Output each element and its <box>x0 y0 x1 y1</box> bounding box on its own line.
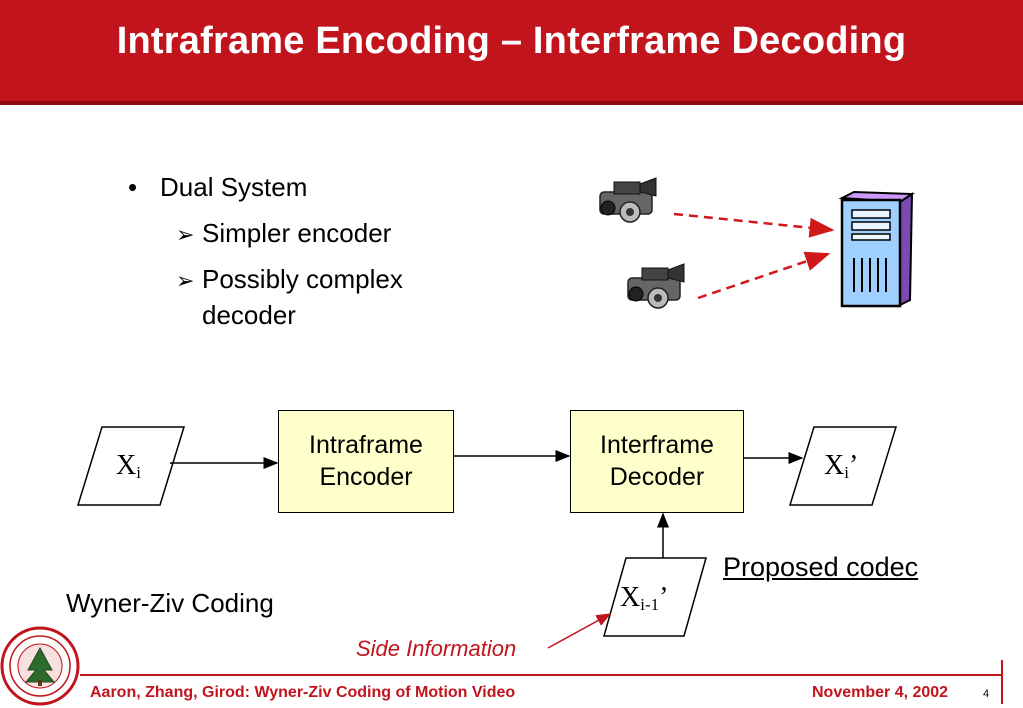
side-symbol-sub: i-1 <box>640 595 660 614</box>
input-symbol: Xi <box>116 450 141 483</box>
input-symbol-sub: i <box>136 463 141 482</box>
video-camera-icon <box>627 263 685 309</box>
decoder-line1: Interframe <box>600 431 714 460</box>
camera2-to-computer-arrow <box>697 251 831 300</box>
arrowhead-bullet-icon: ➢ <box>176 268 195 293</box>
footer-authors: Aaron, Zhang, Girod: Wyner-Ziv Coding of… <box>90 684 516 701</box>
title-rule <box>0 101 1023 105</box>
output-symbol-sub: i <box>844 463 849 482</box>
computer-tower-icon <box>838 190 916 308</box>
side-symbol-base: X <box>620 582 641 613</box>
bullet-item-dual-system: • Dual System <box>128 172 307 203</box>
output-symbol-prime: ’ <box>848 450 859 481</box>
university-seal-icon <box>0 626 80 706</box>
side-input-symbol: Xi-1’ <box>620 582 668 615</box>
intraframe-encoder-box: Intraframe Encoder <box>278 410 454 513</box>
side-info-pointer <box>547 613 612 649</box>
title-bar: Intraframe Encoding – Interframe Decodin… <box>0 0 1023 105</box>
side-symbol-prime: ’ <box>659 582 669 613</box>
footer-rule <box>80 674 1003 676</box>
slide-title: Intraframe Encoding – Interframe Decodin… <box>116 20 907 62</box>
input-parallelogram <box>76 426 186 506</box>
encoder-line1: Intraframe <box>309 431 423 460</box>
sub-bullet-complex-decoder: ➢ Possibly complex <box>176 264 403 295</box>
output-symbol-base: X <box>824 450 845 481</box>
interframe-decoder-box: Interframe Decoder <box>570 410 744 513</box>
bullet-dot-icon: • <box>128 172 138 202</box>
wyner-ziv-label: Wyner-Ziv Coding <box>66 588 274 618</box>
side-input-parallelogram <box>603 557 707 637</box>
sub-bullet-text: Simpler encoder <box>202 218 392 248</box>
arrowhead-bullet-icon: ➢ <box>176 222 195 247</box>
footer-rule-vertical <box>1001 660 1003 704</box>
footer-date: November 4, 2002 <box>812 684 949 701</box>
output-parallelogram <box>788 426 898 506</box>
bullet-text: Dual System <box>160 172 308 202</box>
video-camera-icon <box>599 177 657 223</box>
side-information-label: Side Information <box>356 636 517 661</box>
output-symbol: Xi’ <box>824 450 858 483</box>
encoder-line2: Encoder <box>319 462 413 491</box>
sub-bullet-text-continued: decoder <box>202 300 296 330</box>
decoder-line2: Decoder <box>609 462 705 491</box>
page-number: 4 <box>983 688 990 700</box>
proposed-codec-label: Proposed codec <box>723 552 919 582</box>
sub-bullet-simpler-encoder: ➢ Simpler encoder <box>176 218 391 249</box>
input-symbol-base: X <box>116 450 137 481</box>
sub-bullet-text: Possibly complex <box>202 264 403 294</box>
camera1-to-computer-arrow <box>673 212 835 238</box>
